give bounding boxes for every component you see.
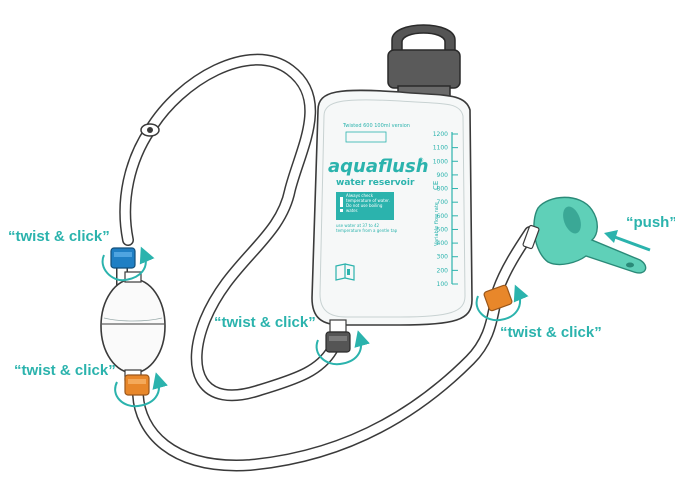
scale-label: 800: [437, 186, 449, 193]
scale-label: 300: [437, 254, 449, 261]
arrow-left-icon: [604, 230, 650, 250]
reservoir-subtitle: water reservoir: [336, 178, 415, 188]
reservoir-header-text: Twisted 600 100ml version: [342, 123, 410, 129]
twist-click-label-upper-left: “twist & click”: [8, 228, 110, 245]
scale-label: 100: [437, 281, 449, 288]
warning-text: Always check temperature of water. Do no…: [346, 193, 392, 213]
scale-label: 600: [437, 213, 449, 220]
scale-label: 1000: [433, 158, 448, 165]
dark-connector-reservoir: [326, 332, 350, 352]
temperature-text: use water at 37 to 42 temperature from a…: [336, 223, 400, 233]
twist-click-label-right: “twist & click”: [500, 324, 602, 341]
water-reservoir: Twisted 600 100ml version aquaflush ® wa…: [312, 25, 472, 332]
scale-label: 200: [437, 267, 449, 274]
scale-label: 700: [437, 199, 449, 206]
scale-label: 500: [437, 226, 449, 233]
blue-connector: [111, 248, 135, 268]
registered-mark: ®: [418, 157, 424, 164]
twist-click-label-lower-left: “twist & click”: [14, 362, 116, 379]
nozzle-icon: [523, 197, 646, 273]
scale-label: 400: [437, 240, 449, 247]
warning-icon: [340, 197, 343, 212]
orange-connector-nozzle: [483, 284, 512, 311]
scale-label: 1100: [433, 145, 448, 152]
push-label: “push”: [626, 214, 675, 231]
brand-logo-text: aquaflush: [328, 156, 429, 177]
twist-click-label-center: “twist & click”: [214, 314, 316, 331]
tube-clamp-icon: [141, 124, 159, 136]
scale-label: 900: [437, 172, 449, 179]
scale-label: 1200: [433, 131, 448, 138]
orange-connector-bulb: [125, 375, 149, 395]
